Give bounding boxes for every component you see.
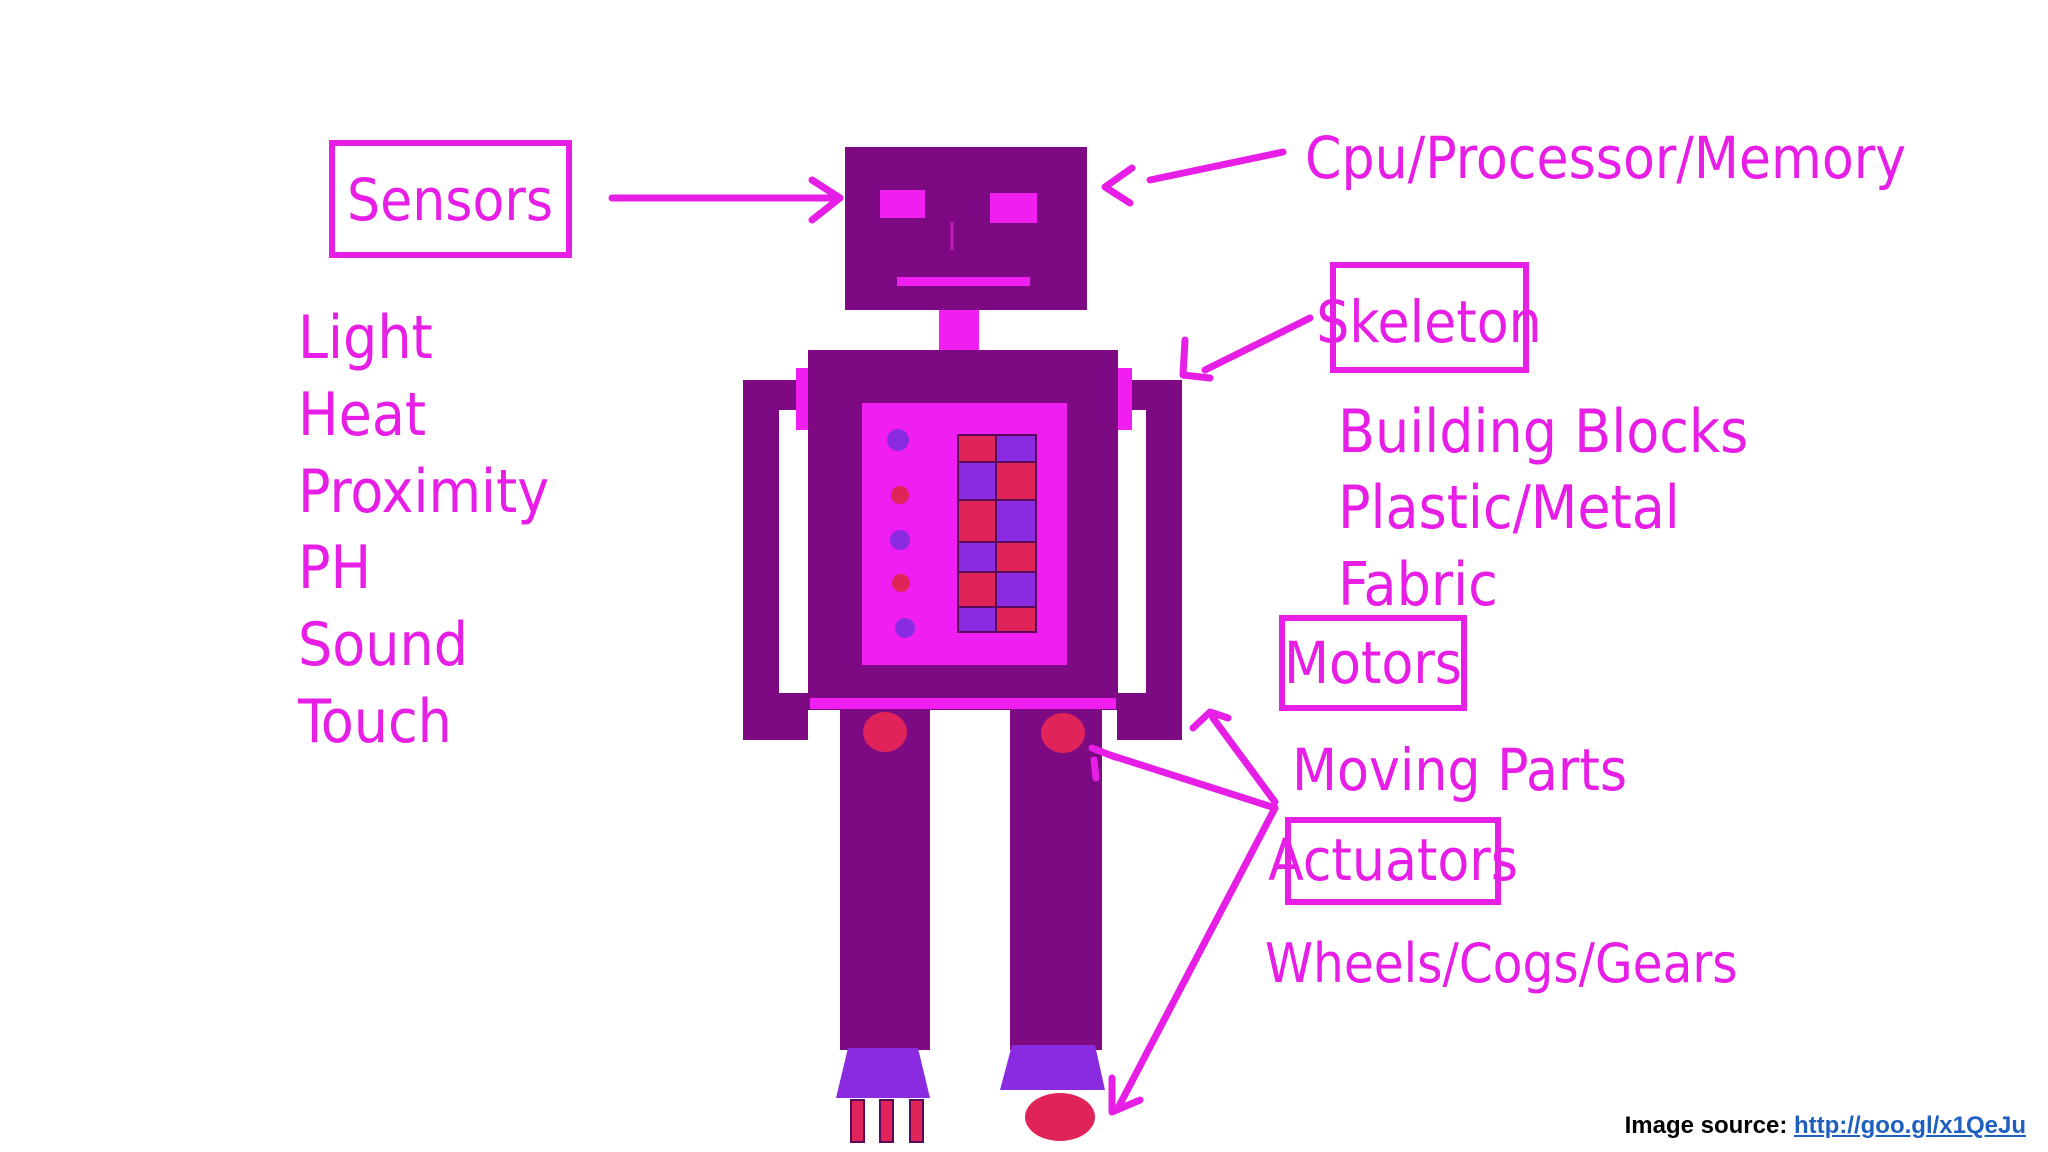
sensor-list-item: Heat [298,380,426,450]
robot-knee-left [863,712,907,752]
sensor-list-item: Light [298,303,433,373]
image-source-prefix: Image source: [1624,1112,1794,1139]
chest-button [890,530,910,550]
robot [743,147,1182,1143]
arrow-to-wheel [1108,804,1279,1116]
chest-button [887,429,909,451]
arrow-to-knee [1088,744,1279,812]
robot-mouth [897,277,1030,286]
robot-arm-left [743,380,779,740]
arrow-cpu [1101,148,1287,207]
actuators-label: Actuators [1268,826,1518,894]
skeleton-label: Skeleton [1316,288,1541,356]
chest-button [892,574,910,592]
robot-arm-right-hand [1117,693,1182,740]
robot-neck [939,310,979,355]
robot-arm-left-hand [743,693,808,740]
robot-arm-right [1146,380,1182,740]
motors-box [1279,615,1467,711]
skeleton-list-item: Plastic/Metal [1338,473,1680,543]
skeleton-box [1330,262,1529,373]
arrow-to-arm [1189,708,1279,806]
robot-wheel [1025,1093,1095,1141]
moving-parts-label: Moving Parts [1292,736,1627,804]
robot-foot-left [836,1048,930,1098]
chest-checkerboard [957,434,1037,633]
cpu-label: Cpu/Processor/Memory [1305,124,1906,192]
arrows [608,148,1314,1116]
robot-knee-right [1041,713,1085,753]
robot-eye-right [990,193,1037,223]
actuators-box [1285,817,1501,905]
motors-label: Motors [1284,629,1462,697]
sensors-box [329,140,572,258]
skeleton-list-item: Building Blocks [1338,397,1748,467]
sensors-label: Sensors [347,166,553,234]
image-source: Image source: http://goo.gl/x1QeJu [1625,1112,2026,1140]
robot-toe [879,1099,894,1143]
image-source-link[interactable]: http://goo.gl/x1QeJu [1794,1112,2026,1139]
wheels-label: Wheels/Cogs/Gears [1265,932,1738,995]
sensor-list-item: Proximity [298,457,549,527]
robot-toe [850,1099,865,1143]
robot-eye-left [880,190,925,218]
arrow-sensors [608,176,844,224]
chest-button [895,618,915,638]
sensor-list-item: Touch [297,687,452,757]
robot-shoulder-joint-left [796,368,810,430]
robot-leg-left [840,710,930,1050]
robot-leg-right [1010,710,1102,1050]
sensor-list-item: PH [298,533,371,603]
chest-button [891,486,909,504]
skeleton-list-item: Fabric [1338,550,1498,620]
robot-shoulder-joint-right [1118,368,1132,430]
text-labels: Sensors Cpu/Processor/Memory Skeleton Mo… [297,124,1906,995]
robot-waist [810,698,1116,709]
arrow-skeleton [1179,314,1314,382]
robot-foot-right [1000,1045,1105,1090]
sensor-list-item: Sound [298,610,468,680]
label-boxes [329,140,1529,905]
robot-toe [909,1099,924,1143]
